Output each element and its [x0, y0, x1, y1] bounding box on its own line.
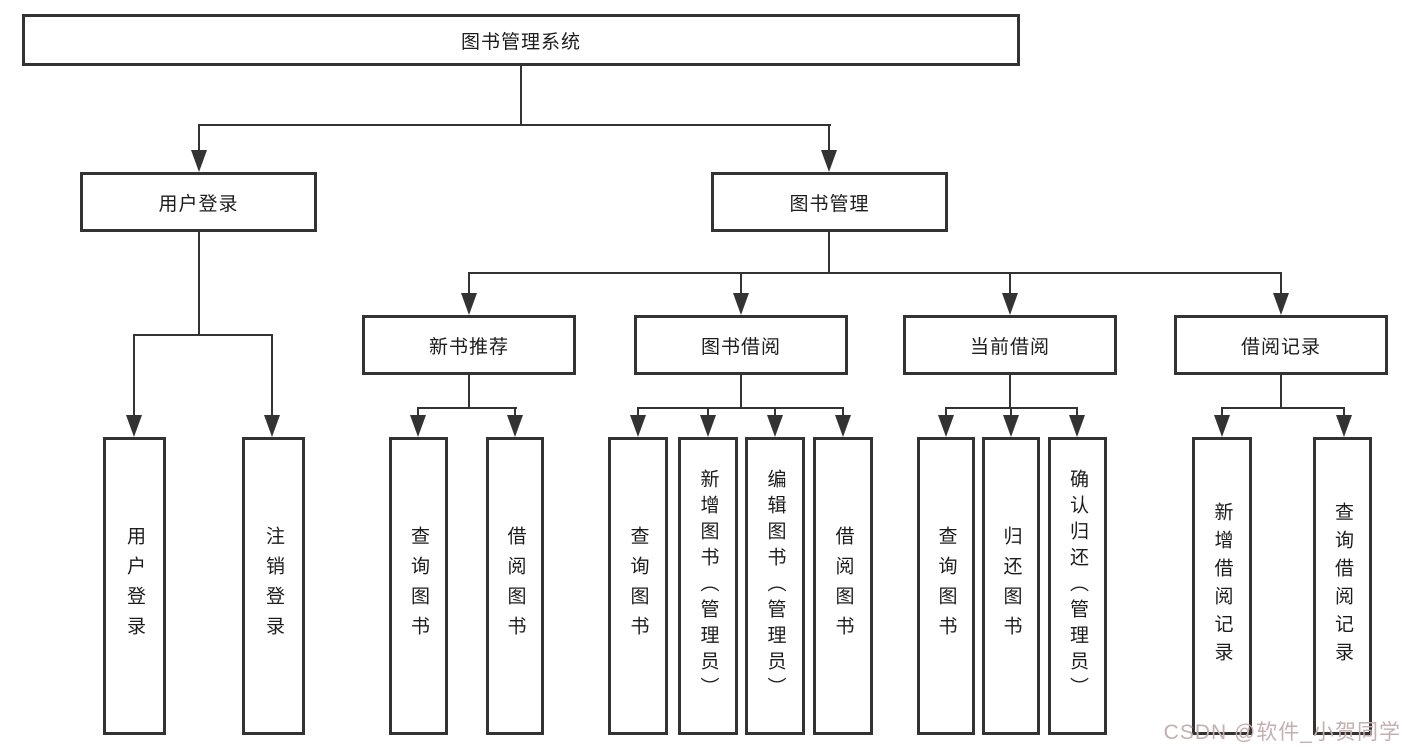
watermark: CSDN @软件_小贺同学 [1163, 721, 1401, 744]
arrow-to-user-login [191, 150, 207, 172]
connector-bkborrow-rail [637, 407, 844, 409]
leaf-add-books-admin: 新增图书（管理员） [678, 437, 738, 735]
connector-bookmgmt-rail [468, 272, 1282, 274]
leaf-return-books: 归还图书 [982, 437, 1040, 735]
connector-root-drop [520, 66, 522, 126]
leaf-confirm-return-admin: 确认归还（管理员） [1048, 437, 1107, 735]
arrow-to-bb-borrow [835, 415, 851, 437]
arrow-to-leaf-logout [264, 415, 280, 437]
connector-userlogin-rail [133, 334, 273, 336]
arrow-to-rec-query [410, 415, 426, 437]
connector-leaf-shaft [417, 407, 419, 417]
node-borrowing-records: 借阅记录 [1174, 315, 1388, 375]
arrow-to-cb-return [1003, 415, 1019, 437]
connector-l3-shaft [1009, 272, 1011, 295]
connector-userlogin-drop [198, 232, 200, 336]
connector-l3-shaft [468, 272, 470, 295]
connector-user-login-shaft [198, 124, 200, 152]
arrow-to-br-query [1336, 415, 1352, 437]
node-book-borrowing: 图书借阅 [634, 315, 848, 375]
node-new-book-recommend: 新书推荐 [362, 315, 576, 375]
connector-leaf-shaft [1010, 407, 1012, 417]
connector-leaf-shaft [1343, 407, 1345, 417]
node-book-management: 图书管理 [711, 172, 948, 232]
arrow-to-bb-add [700, 415, 716, 437]
connector-leaf-shaft [945, 407, 947, 417]
leaf-user-login: 用户登录 [103, 437, 166, 735]
leaf-add-borrow-record: 新增借阅记录 [1192, 437, 1252, 735]
leaf-logout: 注销登录 [242, 437, 305, 735]
arrow-to-new-rec [461, 293, 477, 315]
connector-leaf-shaft [707, 407, 709, 417]
leaf-query-books-current: 查询图书 [917, 437, 975, 735]
node-user-login: 用户登录 [80, 172, 317, 232]
connector-leaf-shaft [842, 407, 844, 417]
connector-leaf-shaft [133, 334, 135, 417]
connector-borrec-drop [1280, 375, 1282, 409]
connector-curborrow-drop [1009, 375, 1011, 409]
connector-leaf-shaft [514, 407, 516, 417]
node-library-system: 图书管理系统 [22, 14, 1020, 66]
leaf-query-books-borrowing: 查询图书 [608, 437, 668, 735]
leaf-borrow-books-recommend: 借阅图书 [486, 437, 544, 735]
leaf-query-books-recommend: 查询图书 [389, 437, 448, 735]
arrow-to-book-mgmt [821, 150, 837, 172]
connector-leaf-shaft [271, 334, 273, 417]
connector-leaf-shaft [637, 407, 639, 417]
connector-bkborrow-drop [740, 375, 742, 409]
connector-borrec-rail [1221, 407, 1345, 409]
leaf-query-borrow-record: 查询借阅记录 [1313, 437, 1372, 735]
arrow-to-cb-query [938, 415, 954, 437]
connector-l3-shaft [1280, 272, 1282, 295]
arrow-to-bk-borrow [733, 293, 749, 315]
arrow-to-bor-rec [1273, 293, 1289, 315]
connector-l3-shaft [740, 272, 742, 295]
connector-newrec-rail [417, 407, 517, 409]
arrow-to-br-add [1214, 415, 1230, 437]
connector-book-mgmt-shaft [828, 124, 830, 152]
connector-leaf-shaft [774, 407, 776, 417]
connector-bookmgmt-drop [828, 232, 830, 274]
connector-root-rail [198, 124, 831, 126]
connector-leaf-shaft [1076, 407, 1078, 417]
connector-leaf-shaft [1221, 407, 1223, 417]
arrow-to-rec-borrow [507, 415, 523, 437]
leaf-borrow-books-borrowing: 借阅图书 [813, 437, 873, 735]
arrow-to-leaf-user-login [126, 415, 142, 437]
leaf-edit-books-admin: 编辑图书（管理员） [745, 437, 805, 735]
arrow-to-bb-edit [767, 415, 783, 437]
arrow-to-cur-borrow [1002, 293, 1018, 315]
node-current-borrowing: 当前借阅 [903, 315, 1117, 375]
arrow-to-cb-confirm [1069, 415, 1085, 437]
arrow-to-bb-query [630, 415, 646, 437]
connector-newrec-drop [468, 375, 470, 409]
